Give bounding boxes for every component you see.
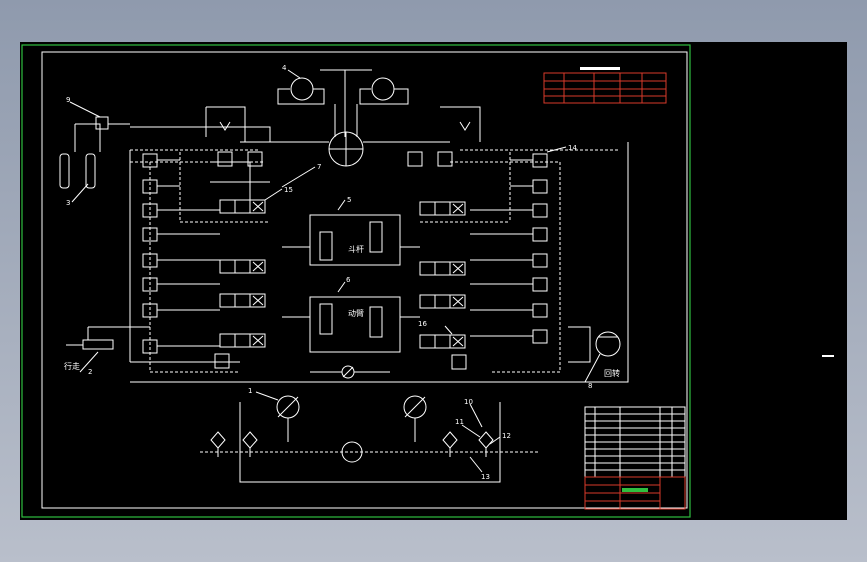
bucket-cylinder: 斗杆	[282, 214, 420, 266]
main-pumps	[276, 395, 427, 463]
title-block	[584, 406, 686, 510]
callout-9: 9	[66, 96, 70, 104]
callout-4: 4	[282, 64, 287, 72]
main-pipes	[129, 126, 629, 483]
hydraulic-schematic: 斗杆 动臂 行	[21, 44, 834, 518]
callout-1: 1	[248, 387, 252, 395]
left-valve-stack	[142, 152, 270, 354]
callout-15: 15	[284, 186, 293, 194]
callout-14: 14	[568, 144, 577, 152]
callout-10: 10	[464, 398, 473, 406]
callout-12: 12	[502, 432, 511, 440]
inner-frame	[41, 51, 688, 509]
travel-tracks	[59, 116, 130, 189]
right-valve-stack	[420, 152, 548, 344]
callout-2: 2	[88, 368, 92, 376]
bucket-cylinder-label: 斗杆	[348, 244, 364, 254]
callouts: 9 3 4 7 15 5 6 16 14 2 8 1 10 11 12 13	[66, 64, 601, 481]
boom-cylinder: 动臂	[282, 296, 420, 353]
callout-13: 13	[481, 473, 490, 481]
outer-frame	[21, 44, 691, 518]
callout-6: 6	[346, 276, 351, 284]
swing-motors	[277, 69, 409, 137]
rotary-joint	[240, 131, 450, 167]
filters	[210, 431, 494, 457]
boom-cylinder-label: 动臂	[348, 308, 364, 318]
callout-7: 7	[317, 163, 321, 171]
callout-16: 16	[418, 320, 427, 328]
callout-11: 11	[455, 418, 464, 426]
swing-motor: 回转	[568, 326, 621, 378]
right-directional-valves	[419, 201, 467, 370]
drawing-canvas[interactable]: 斗杆 动臂 行	[20, 42, 847, 520]
parameter-table	[543, 67, 667, 104]
cylinder-2: 行走	[64, 326, 150, 371]
left-directional-valves	[210, 161, 270, 369]
callout-8: 8	[588, 382, 592, 390]
swing-label: 回转	[604, 368, 620, 378]
shuttle-blocks	[205, 106, 481, 167]
throttle-valve	[310, 365, 390, 379]
margin-mark	[822, 355, 834, 357]
callout-5: 5	[347, 196, 351, 204]
callout-3: 3	[66, 199, 70, 207]
travel-label: 行走	[64, 361, 80, 371]
